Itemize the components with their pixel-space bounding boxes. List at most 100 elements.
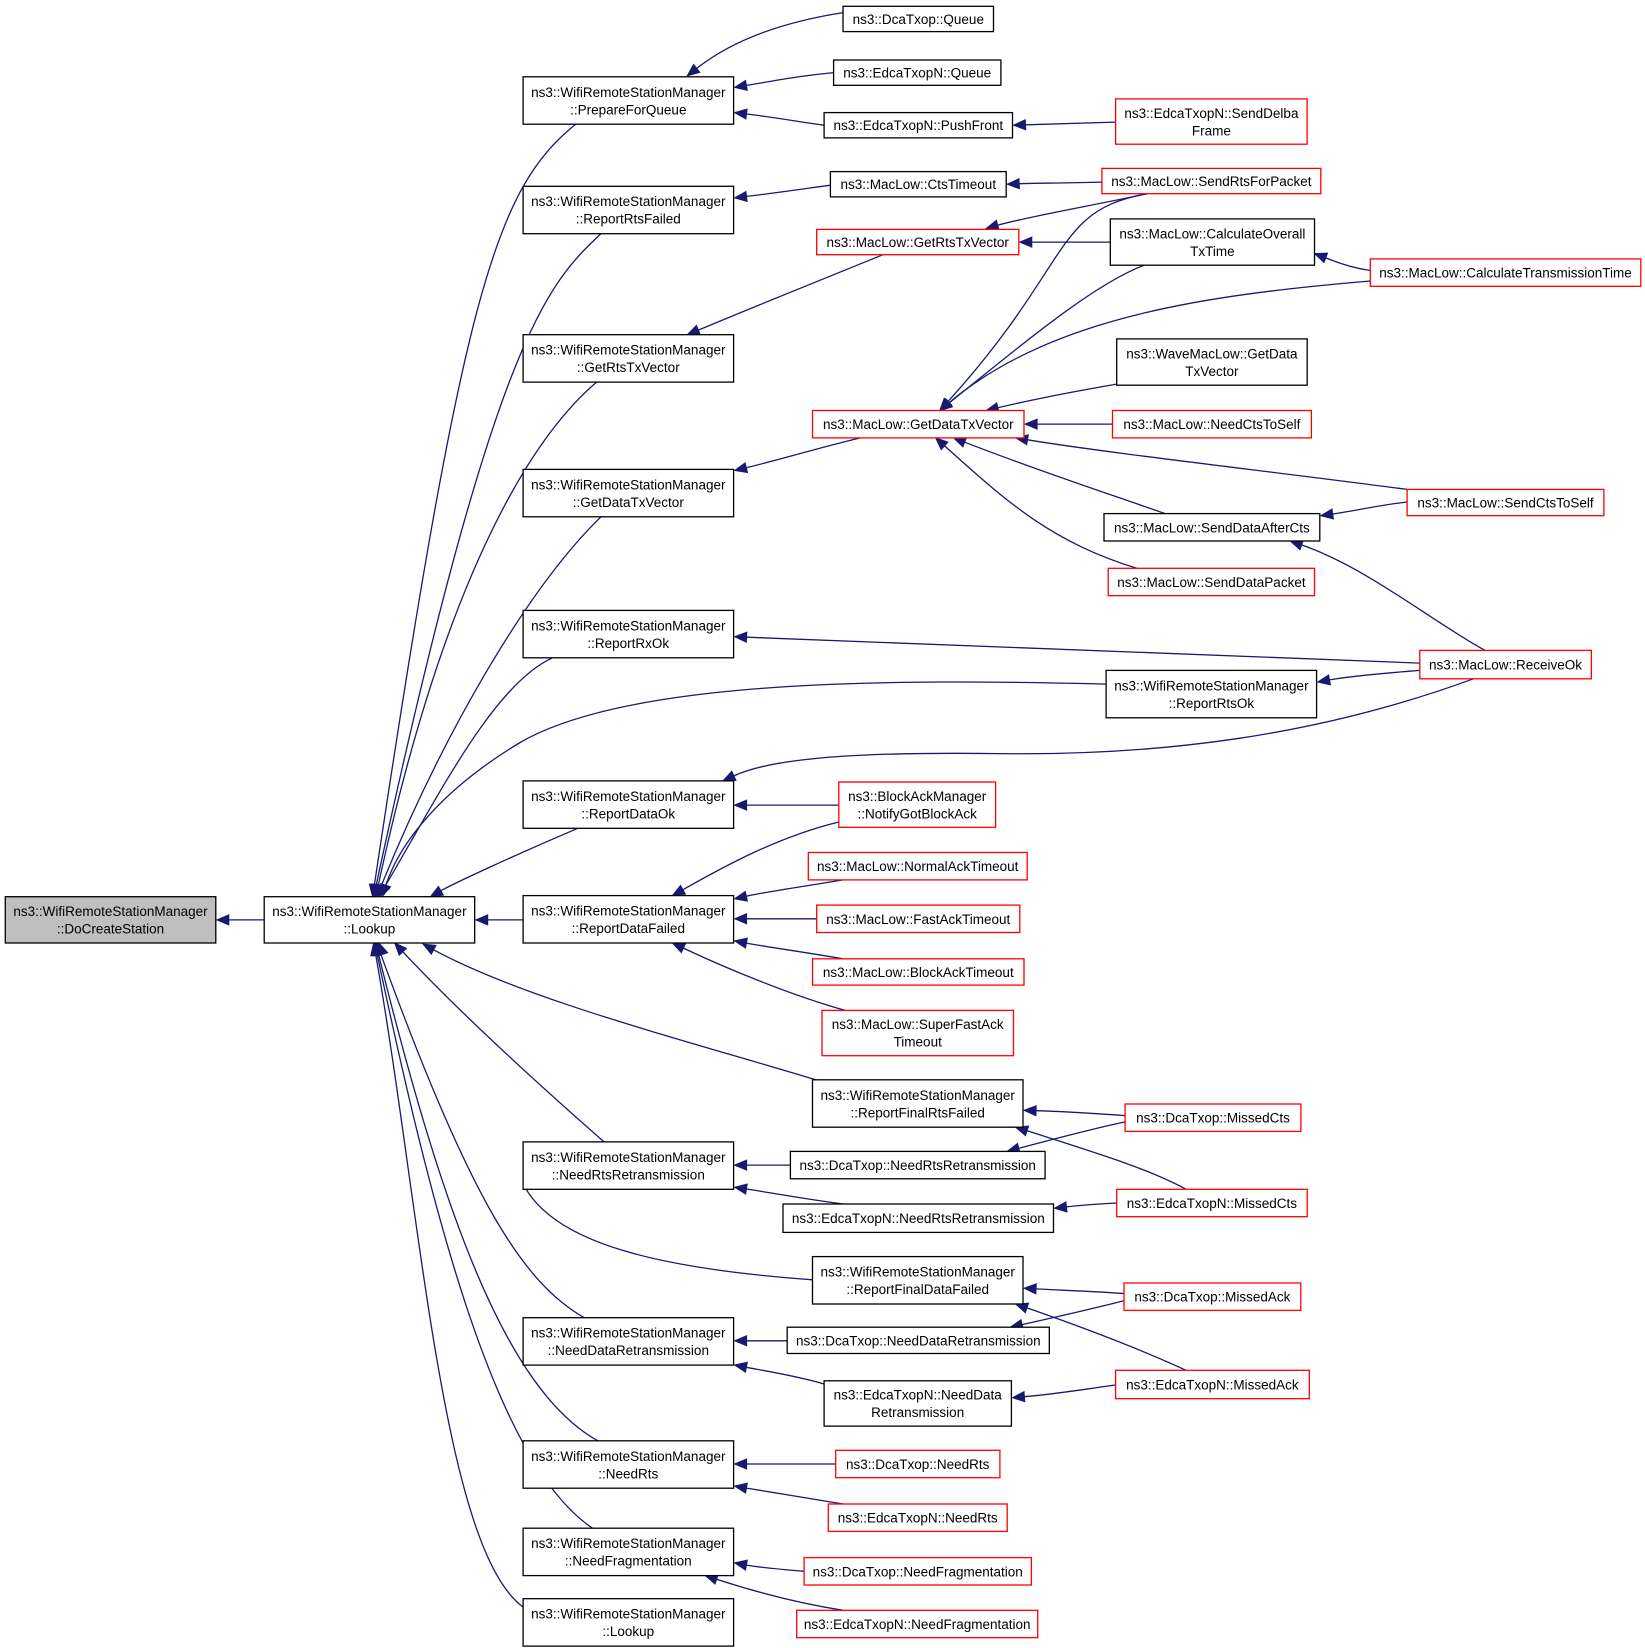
node-getrts[interactable]: ns3::WifiRemoteStationManager::GetRtsTxV… [522, 334, 735, 383]
node-edcaneeddataret[interactable]: ns3::EdcaTxopN::NeedDataRetransmission [823, 1380, 1013, 1427]
node-senddataaftercts[interactable]: ns3::MacLow::SendDataAfterCts [1103, 512, 1321, 542]
node-label: ns3::MacLow::GetRtsTxVector [827, 235, 1010, 250]
node-edcamissedcts[interactable]: ns3::EdcaTxopN::MissedCts [1116, 1188, 1308, 1218]
node-edcaneedrtsret[interactable]: ns3::EdcaTxopN::NeedRtsRetransmission [782, 1203, 1055, 1234]
node-rxok[interactable]: ns3::WifiRemoteStationManager::ReportRxO… [522, 609, 735, 659]
node-notifyblockack[interactable]: ns3::BlockAckManager::NotifyGotBlockAck [838, 781, 997, 828]
node-edcaneedfrag[interactable]: ns3::EdcaTxopN::NeedFragmentation [796, 1609, 1039, 1639]
node-dcaneedrts[interactable]: ns3::DcaTxop::NeedRts [835, 1449, 1001, 1479]
node-dcaneedrtsret[interactable]: ns3::DcaTxop::NeedRtsRetransmission [789, 1150, 1046, 1180]
node-box [796, 1609, 1039, 1639]
node-macgetrts[interactable]: ns3::MacLow::GetRtsTxVector [816, 228, 1020, 256]
node-dcaneeddataret[interactable]: ns3::DcaTxop::NeedDataRetransmission [786, 1326, 1050, 1355]
edge-sendrts-to-ctstimeout [1005, 177, 1102, 190]
arrowhead-icon [1022, 1283, 1037, 1295]
node-needrtsret[interactable]: ns3::WifiRemoteStationManager::NeedRtsRe… [522, 1141, 735, 1190]
node-docreate[interactable]: ns3::WifiRemoteStationManager::DoCreateS… [4, 896, 217, 944]
node-dataok[interactable]: ns3::WifiRemoteStationManager::ReportDat… [522, 780, 735, 829]
node-receiveok[interactable]: ns3::MacLow::ReceiveOk [1419, 649, 1593, 680]
node-box [811, 1255, 1024, 1305]
node-dcamissedack[interactable]: ns3::DcaTxop::MissedAck [1123, 1282, 1302, 1312]
node-needfrag[interactable]: ns3::WifiRemoteStationManager::NeedFragm… [522, 1527, 735, 1577]
node-getdata[interactable]: ns3::WifiRemoteStationManager::GetDataTx… [522, 468, 735, 518]
edge-normalack-to-datafailed [733, 879, 844, 902]
node-label: ns3::MacLow::SendDataAfterCts [1114, 520, 1310, 535]
node-label: ns3::WaveMacLow::GetData [1126, 346, 1298, 361]
arrowhead-icon [733, 799, 748, 811]
node-box [1114, 98, 1308, 145]
node-box [1101, 167, 1322, 195]
node-pushfront[interactable]: ns3::EdcaTxopN::PushFront [823, 111, 1014, 139]
node-wavegetdata[interactable]: ns3::WaveMacLow::GetDataTxVector [1116, 338, 1308, 386]
node-lookup2[interactable]: ns3::WifiRemoteStationManager::Lookup [522, 1598, 735, 1647]
edge-edcaneedrts-to-needrts [733, 1482, 844, 1505]
node-needctstoself[interactable]: ns3::MacLow::NeedCtsToSelf [1111, 409, 1313, 439]
node-calctrans[interactable]: ns3::MacLow::CalculateTransmissionTime [1369, 258, 1642, 287]
node-dcaneedfrag[interactable]: ns3::DcaTxop::NeedFragmentation [803, 1556, 1033, 1586]
edge-line [1066, 1202, 1117, 1208]
edge-line [746, 113, 825, 126]
arrowhead-icon [733, 108, 748, 120]
edge-line [698, 254, 884, 331]
node-sendctstoself[interactable]: ns3::MacLow::SendCtsToSelf [1406, 488, 1605, 517]
node-box [786, 1326, 1050, 1355]
node-label: ns3::MacLow::SendDataPacket [1117, 575, 1306, 590]
node-edcaqueue[interactable]: ns3::EdcaTxopN::Queue [832, 59, 1002, 86]
node-lookup[interactable]: ns3::WifiRemoteStationManager::Lookup [263, 896, 476, 944]
edge-needrts-to-lookup [373, 941, 599, 1442]
node-blockacktimeout[interactable]: ns3::MacLow::BlockAckTimeout [811, 958, 1025, 986]
node-finalrts[interactable]: ns3::WifiRemoteStationManager::ReportFin… [811, 1079, 1024, 1128]
node-sendrts[interactable]: ns3::MacLow::SendRtsForPacket [1101, 167, 1322, 195]
node-needrts[interactable]: ns3::WifiRemoteStationManager::NeedRts [522, 1440, 735, 1489]
node-label: ns3::MacLow::BlockAckTimeout [823, 965, 1014, 980]
node-macgetdata[interactable]: ns3::MacLow::GetDataTxVector [811, 409, 1025, 439]
edge-senddataaftercts-to-macgetdata [952, 436, 1166, 515]
node-box [821, 1009, 1015, 1057]
edge-calctrans-to-macgetdata [938, 280, 1371, 412]
edge-dcamissedack-to-finaldata [1022, 1283, 1125, 1295]
edge-ctstimeout-to-rtsfailed [733, 184, 831, 203]
node-box [1111, 409, 1313, 439]
node-label: ns3::MacLow::CalculateTransmissionTime [1379, 266, 1632, 281]
node-label: ::ReportDataOk [581, 806, 675, 821]
edge-edcaqueue-to-prepare [733, 71, 834, 91]
edge-line [377, 381, 598, 886]
node-prepare[interactable]: ns3::WifiRemoteStationManager::PrepareFo… [522, 76, 735, 125]
node-senddatapacket[interactable]: ns3::MacLow::SendDataPacket [1107, 567, 1316, 597]
edge-dcamissedcts-to-finalrts [1022, 1104, 1126, 1117]
node-ctstimeout[interactable]: ns3::MacLow::CtsTimeout [829, 170, 1007, 198]
edge-sendctstoself-to-senddataaftercts [1319, 501, 1408, 520]
node-label: ::NeedRts [598, 1466, 658, 1481]
edge-line [375, 233, 602, 886]
arrowhead-icon [733, 890, 749, 902]
node-label: ns3::WifiRemoteStationManager [531, 1607, 726, 1622]
node-label: ns3::MacLow::GetDataTxVector [823, 417, 1014, 432]
node-box [263, 896, 476, 944]
node-box [522, 1317, 735, 1366]
arrowhead-icon [733, 1183, 748, 1195]
node-needdataret[interactable]: ns3::WifiRemoteStationManager::NeedDataR… [522, 1317, 735, 1366]
node-normalack[interactable]: ns3::MacLow::NormalAckTimeout [807, 851, 1028, 881]
node-rtsok[interactable]: ns3::WifiRemoteStationManager::ReportRts… [1105, 669, 1318, 719]
node-label: ::Lookup [602, 1624, 654, 1639]
node-fastack[interactable]: ns3::MacLow::FastAckTimeout [816, 904, 1021, 934]
edge-line [746, 1564, 805, 1572]
node-label: ::NotifyGotBlockAck [858, 806, 978, 821]
node-box [816, 228, 1020, 256]
edge-line [1019, 181, 1102, 185]
edge-line [746, 636, 1420, 664]
node-finaldata[interactable]: ns3::WifiRemoteStationManager::ReportFin… [811, 1255, 1024, 1305]
node-edcamissedack[interactable]: ns3::EdcaTxopN::MissedAck [1114, 1369, 1310, 1400]
node-edcaneedrts[interactable]: ns3::EdcaTxopN::NeedRts [827, 1503, 1008, 1533]
edge-dataok-to-lookup [429, 827, 579, 898]
node-box [803, 1556, 1033, 1586]
edge-line [683, 947, 846, 1012]
node-dcaqueue[interactable]: ns3::DcaTxop::Queue [842, 5, 995, 33]
arrowhead-icon [474, 914, 489, 926]
node-rtsfailed[interactable]: ns3::WifiRemoteStationManager::ReportRts… [522, 185, 735, 235]
node-dcamissedcts[interactable]: ns3::DcaTxop::MissedCts [1124, 1103, 1302, 1133]
node-datafailed[interactable]: ns3::WifiRemoteStationManager::ReportDat… [522, 894, 735, 944]
